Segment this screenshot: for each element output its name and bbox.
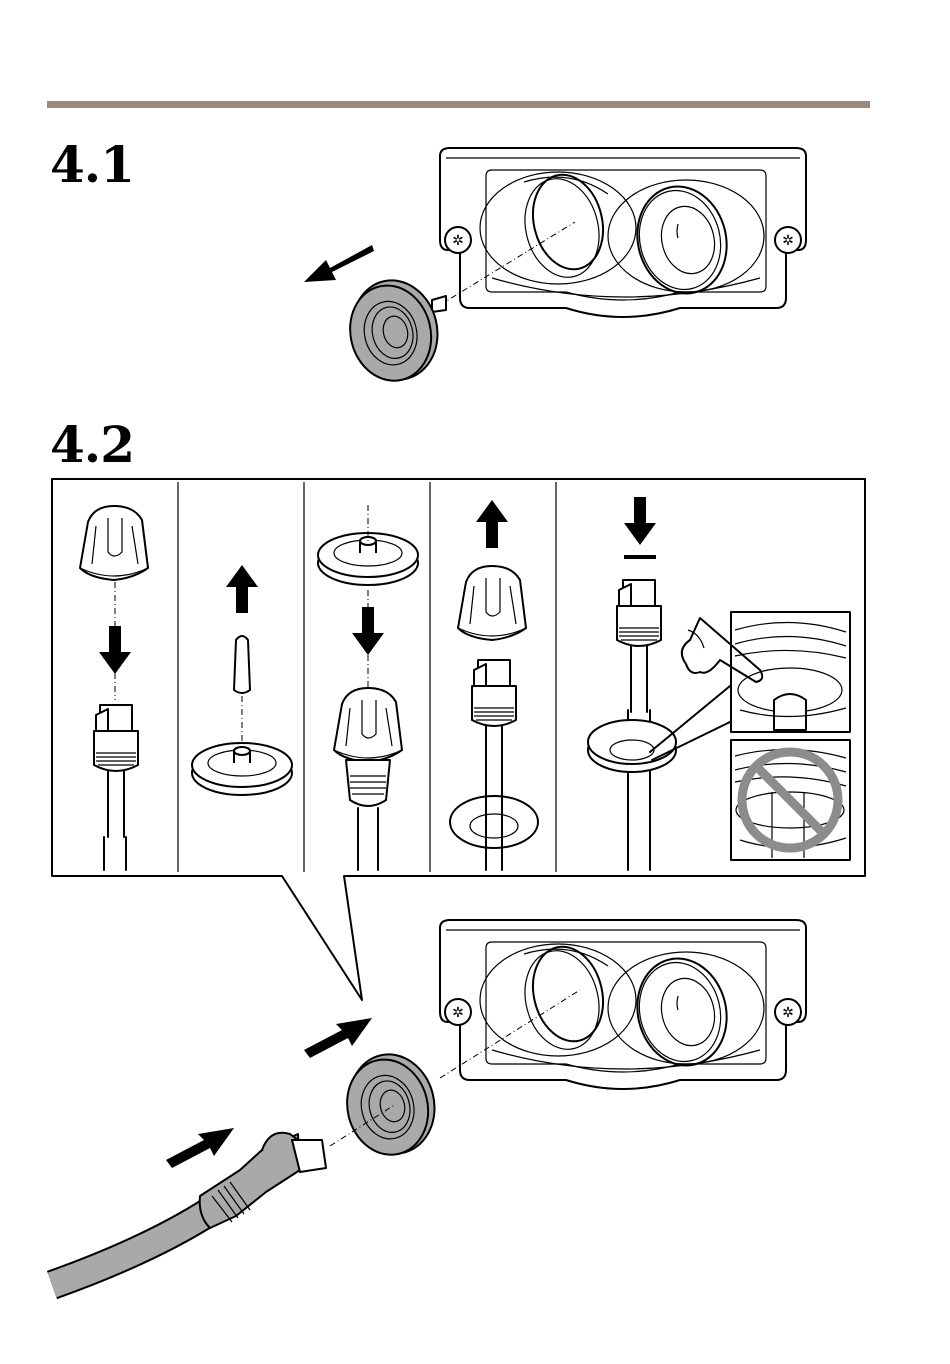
arrow-down-icon: [99, 626, 131, 674]
cable-guard-on-connector-icon: [333, 687, 403, 763]
alignment-line-cable: [329, 1103, 397, 1147]
step-number-4-1: 4.1: [50, 135, 135, 194]
panel-3: [317, 505, 419, 871]
arrow-down-icon: [352, 607, 384, 655]
panel-1: [79, 505, 149, 871]
alignment-line-4-2: [439, 989, 581, 1079]
grommet-icon: [587, 719, 677, 773]
grommet-icon: [449, 795, 539, 849]
grommet-plug-icon: [233, 635, 251, 694]
panel-5: [587, 497, 851, 871]
rj45-connector-icon: [471, 659, 517, 793]
cable-guard-icon: [457, 565, 527, 641]
panel-4: [449, 500, 539, 871]
step-4-2-frame: [51, 478, 866, 1001]
prohibit-icon: [737, 747, 843, 853]
correct-inset: [730, 611, 851, 733]
arrow-in-icon: [304, 1018, 372, 1058]
grommet-4-2: [336, 1044, 446, 1165]
arrow-out-icon: [304, 245, 374, 282]
alignment-line-4-1: [439, 221, 576, 306]
arrow-in-icon: [166, 1128, 234, 1168]
panel-2: [191, 565, 293, 796]
arrow-up-icon: [476, 500, 508, 548]
section-divider: [47, 101, 870, 108]
step-number-4-2: 4.2: [50, 415, 135, 474]
callout-lines: [649, 685, 731, 761]
ethernet-cable: [46, 1131, 327, 1300]
prohibited-inset: [730, 739, 851, 861]
grommet-4-1: [339, 270, 449, 391]
arrow-up-icon: [226, 565, 258, 613]
rj45-connector-icon: [616, 579, 662, 713]
camera-housing-4-1: [439, 147, 807, 318]
finger-press-icon: [680, 617, 764, 683]
arrow-down-stop-icon: [624, 497, 656, 559]
rj45-connector-icon: [93, 704, 139, 838]
camera-housing-4-2: [439, 919, 807, 1090]
grommet-icon: [191, 742, 293, 796]
cable-guard-icon: [79, 505, 149, 581]
